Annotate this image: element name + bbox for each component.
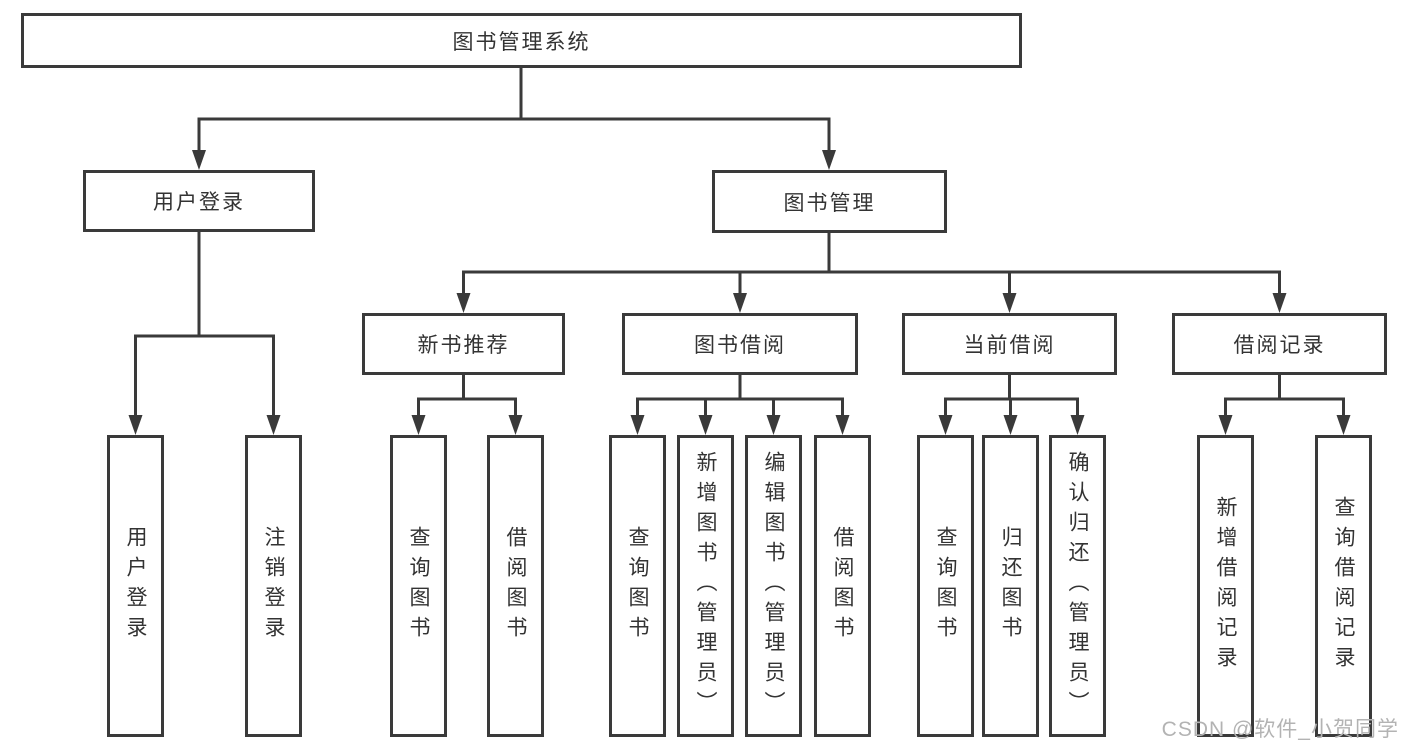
leaf-edit-books-admin: 编辑图书（管理员）: [745, 435, 802, 737]
node-book-management-branch-label: 图书管理: [783, 191, 876, 215]
leaf-logout-label: 注销登录: [262, 526, 285, 646]
leaf-rec-borrow-books-label: 借阅图书: [504, 526, 527, 646]
node-root-label: 图书管理系统: [452, 30, 591, 54]
leaf-borrow-books-label: 借阅图书: [831, 526, 854, 646]
arrowheads: [128, 150, 1351, 435]
leaf-user-login: 用户登录: [107, 435, 164, 737]
leaf-borrow-query-books: 查询图书: [609, 435, 666, 737]
leaf-confirm-return-admin-label: 确认归还（管理员）: [1066, 451, 1089, 721]
node-user-login-branch: 用户登录: [83, 170, 315, 232]
leaf-add-borrow-record-label: 新增借阅记录: [1214, 496, 1237, 676]
node-borrowing-records: 借阅记录: [1172, 313, 1387, 375]
node-book-management-branch: 图书管理: [712, 170, 947, 233]
leaf-current-query-books-label: 查询图书: [934, 526, 957, 646]
csdn-watermark: CSDN @软件_小贺同学: [1161, 718, 1399, 741]
leaf-add-books-admin-label: 新增图书（管理员）: [694, 451, 717, 721]
leaf-rec-query-books: 查询图书: [390, 435, 447, 737]
node-book-borrowing-label: 图书借阅: [694, 334, 786, 357]
node-current-borrowing-label: 当前借阅: [963, 334, 1056, 357]
leaf-borrow-query-books-label: 查询图书: [626, 526, 649, 646]
leaf-add-borrow-record: 新增借阅记录: [1197, 435, 1254, 737]
leaf-add-books-admin: 新增图书（管理员）: [677, 435, 734, 737]
node-new-book-recommendation-label: 新书推荐: [417, 334, 510, 357]
leaf-return-books: 归还图书: [982, 435, 1039, 737]
node-book-borrowing: 图书借阅: [622, 313, 858, 375]
node-borrowing-records-label: 借阅记录: [1233, 334, 1326, 357]
leaf-query-borrow-record: 查询借阅记录: [1315, 435, 1372, 737]
leaf-user-login-label: 用户登录: [124, 526, 147, 646]
leaf-current-query-books: 查询图书: [917, 435, 974, 737]
leaf-return-books-label: 归还图书: [999, 526, 1022, 646]
leaf-borrow-books: 借阅图书: [814, 435, 871, 737]
leaf-rec-borrow-books: 借阅图书: [487, 435, 544, 737]
leaf-edit-books-admin-label: 编辑图书（管理员）: [762, 451, 785, 721]
leaf-logout: 注销登录: [245, 435, 302, 737]
leaf-rec-query-books-label: 查询图书: [407, 526, 430, 646]
node-current-borrowing: 当前借阅: [902, 313, 1117, 375]
node-root: 图书管理系统: [21, 13, 1022, 68]
node-new-book-recommendation: 新书推荐: [362, 313, 565, 375]
node-user-login-branch-label: 用户登录: [153, 191, 245, 214]
leaf-confirm-return-admin: 确认归还（管理员）: [1049, 435, 1106, 737]
leaf-query-borrow-record-label: 查询借阅记录: [1332, 496, 1355, 676]
